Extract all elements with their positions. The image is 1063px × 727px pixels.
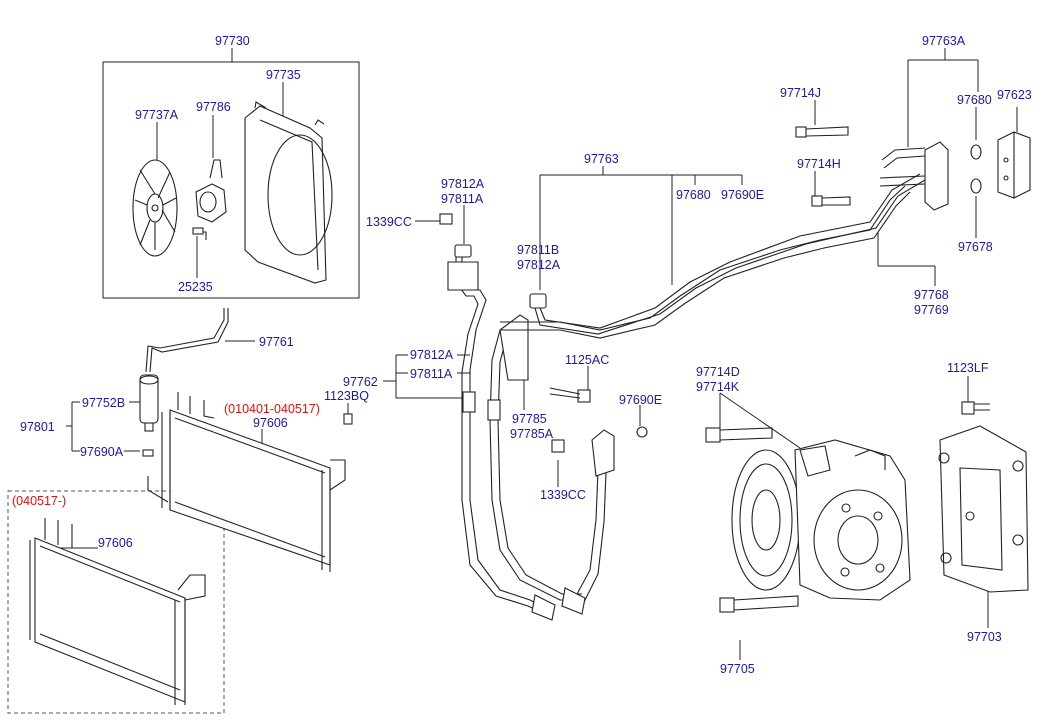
part-label-97678[interactable]: 97678	[958, 240, 993, 254]
compressor-bracket	[938, 425, 1029, 593]
part-label-97812A-mid[interactable]: 97812A	[517, 258, 561, 272]
part-label-97737A[interactable]: 97737A	[135, 108, 179, 122]
part-label-97812A-top[interactable]: 97812A	[441, 177, 485, 191]
part-label-25235[interactable]: 25235	[178, 280, 213, 294]
expansion-valve	[997, 131, 1031, 199]
compressor	[731, 439, 911, 601]
part-label-97730[interactable]: 97730	[215, 34, 250, 48]
part-label-97761[interactable]: 97761	[259, 335, 294, 349]
condenser-upper	[161, 392, 353, 572]
bolts	[439, 126, 990, 613]
part-label-97680-right[interactable]: 97680	[957, 93, 992, 107]
part-label-97785[interactable]: 97785	[512, 412, 547, 426]
part-label-97786[interactable]: 97786	[196, 100, 231, 114]
fan-blade	[132, 159, 178, 257]
part-label-97705[interactable]: 97705	[720, 662, 755, 676]
part-label-97768[interactable]: 97768	[914, 288, 949, 302]
part-label-97606-upper[interactable]: 97606	[253, 416, 288, 430]
part-label-97680-mid[interactable]: 97680	[676, 188, 711, 202]
part-label-97811A-top[interactable]: 97811A	[441, 192, 484, 206]
part-label-97801[interactable]: 97801	[20, 420, 55, 434]
part-label-97735[interactable]: 97735	[266, 68, 301, 82]
part-label-97714D[interactable]: 97714D	[696, 365, 740, 379]
part-label-97811B[interactable]: 97811B	[517, 243, 560, 257]
part-label-97762[interactable]: 97762	[343, 375, 378, 389]
fan-shroud	[244, 101, 333, 284]
part-label-97690E-right[interactable]: 97690E	[619, 393, 663, 407]
part-label-97623[interactable]: 97623	[997, 88, 1032, 102]
condenser-lower	[29, 518, 206, 705]
part-label-97690A[interactable]: 97690A	[80, 445, 124, 459]
part-label-97714K[interactable]: 97714K	[696, 380, 740, 394]
part-label-97714J[interactable]: 97714J	[780, 86, 822, 100]
receiver-dryer	[139, 308, 229, 503]
part-label-1123LF[interactable]: 1123LF	[947, 361, 989, 375]
part-label-97812A-left[interactable]: 97812A	[410, 348, 454, 362]
part-label-97752B[interactable]: 97752B	[82, 396, 126, 410]
part-label-1339CC-top[interactable]: 1339CC	[366, 215, 412, 229]
date-range-label-lower: (040517-)	[12, 494, 67, 508]
part-label-97690E-mid[interactable]: 97690E	[721, 188, 765, 202]
liquid-tubes	[500, 141, 949, 339]
part-label-97769[interactable]: 97769	[914, 303, 949, 317]
part-label-97714H[interactable]: 97714H	[797, 157, 841, 171]
callout-lines	[7, 48, 1018, 714]
part-label-1125AC[interactable]: 1125AC	[565, 353, 610, 367]
part-label-97703[interactable]: 97703	[967, 630, 1002, 644]
part-label-97763[interactable]: 97763	[584, 152, 619, 166]
part-label-97785A[interactable]: 97785A	[510, 427, 554, 441]
part-label-97606-lower[interactable]: 97606	[98, 536, 133, 550]
part-label-97763A[interactable]: 97763A	[922, 34, 966, 48]
part-label-1339CC-bottom[interactable]: 1339CC	[540, 488, 586, 502]
part-label-1123BQ[interactable]: 1123BQ	[324, 389, 369, 403]
part-label-97811A-left[interactable]: 97811A	[410, 367, 453, 381]
fan-motor	[192, 159, 227, 240]
date-range-label-upper: (010401-040517)	[224, 402, 320, 416]
hose-bundle-left	[447, 244, 648, 621]
